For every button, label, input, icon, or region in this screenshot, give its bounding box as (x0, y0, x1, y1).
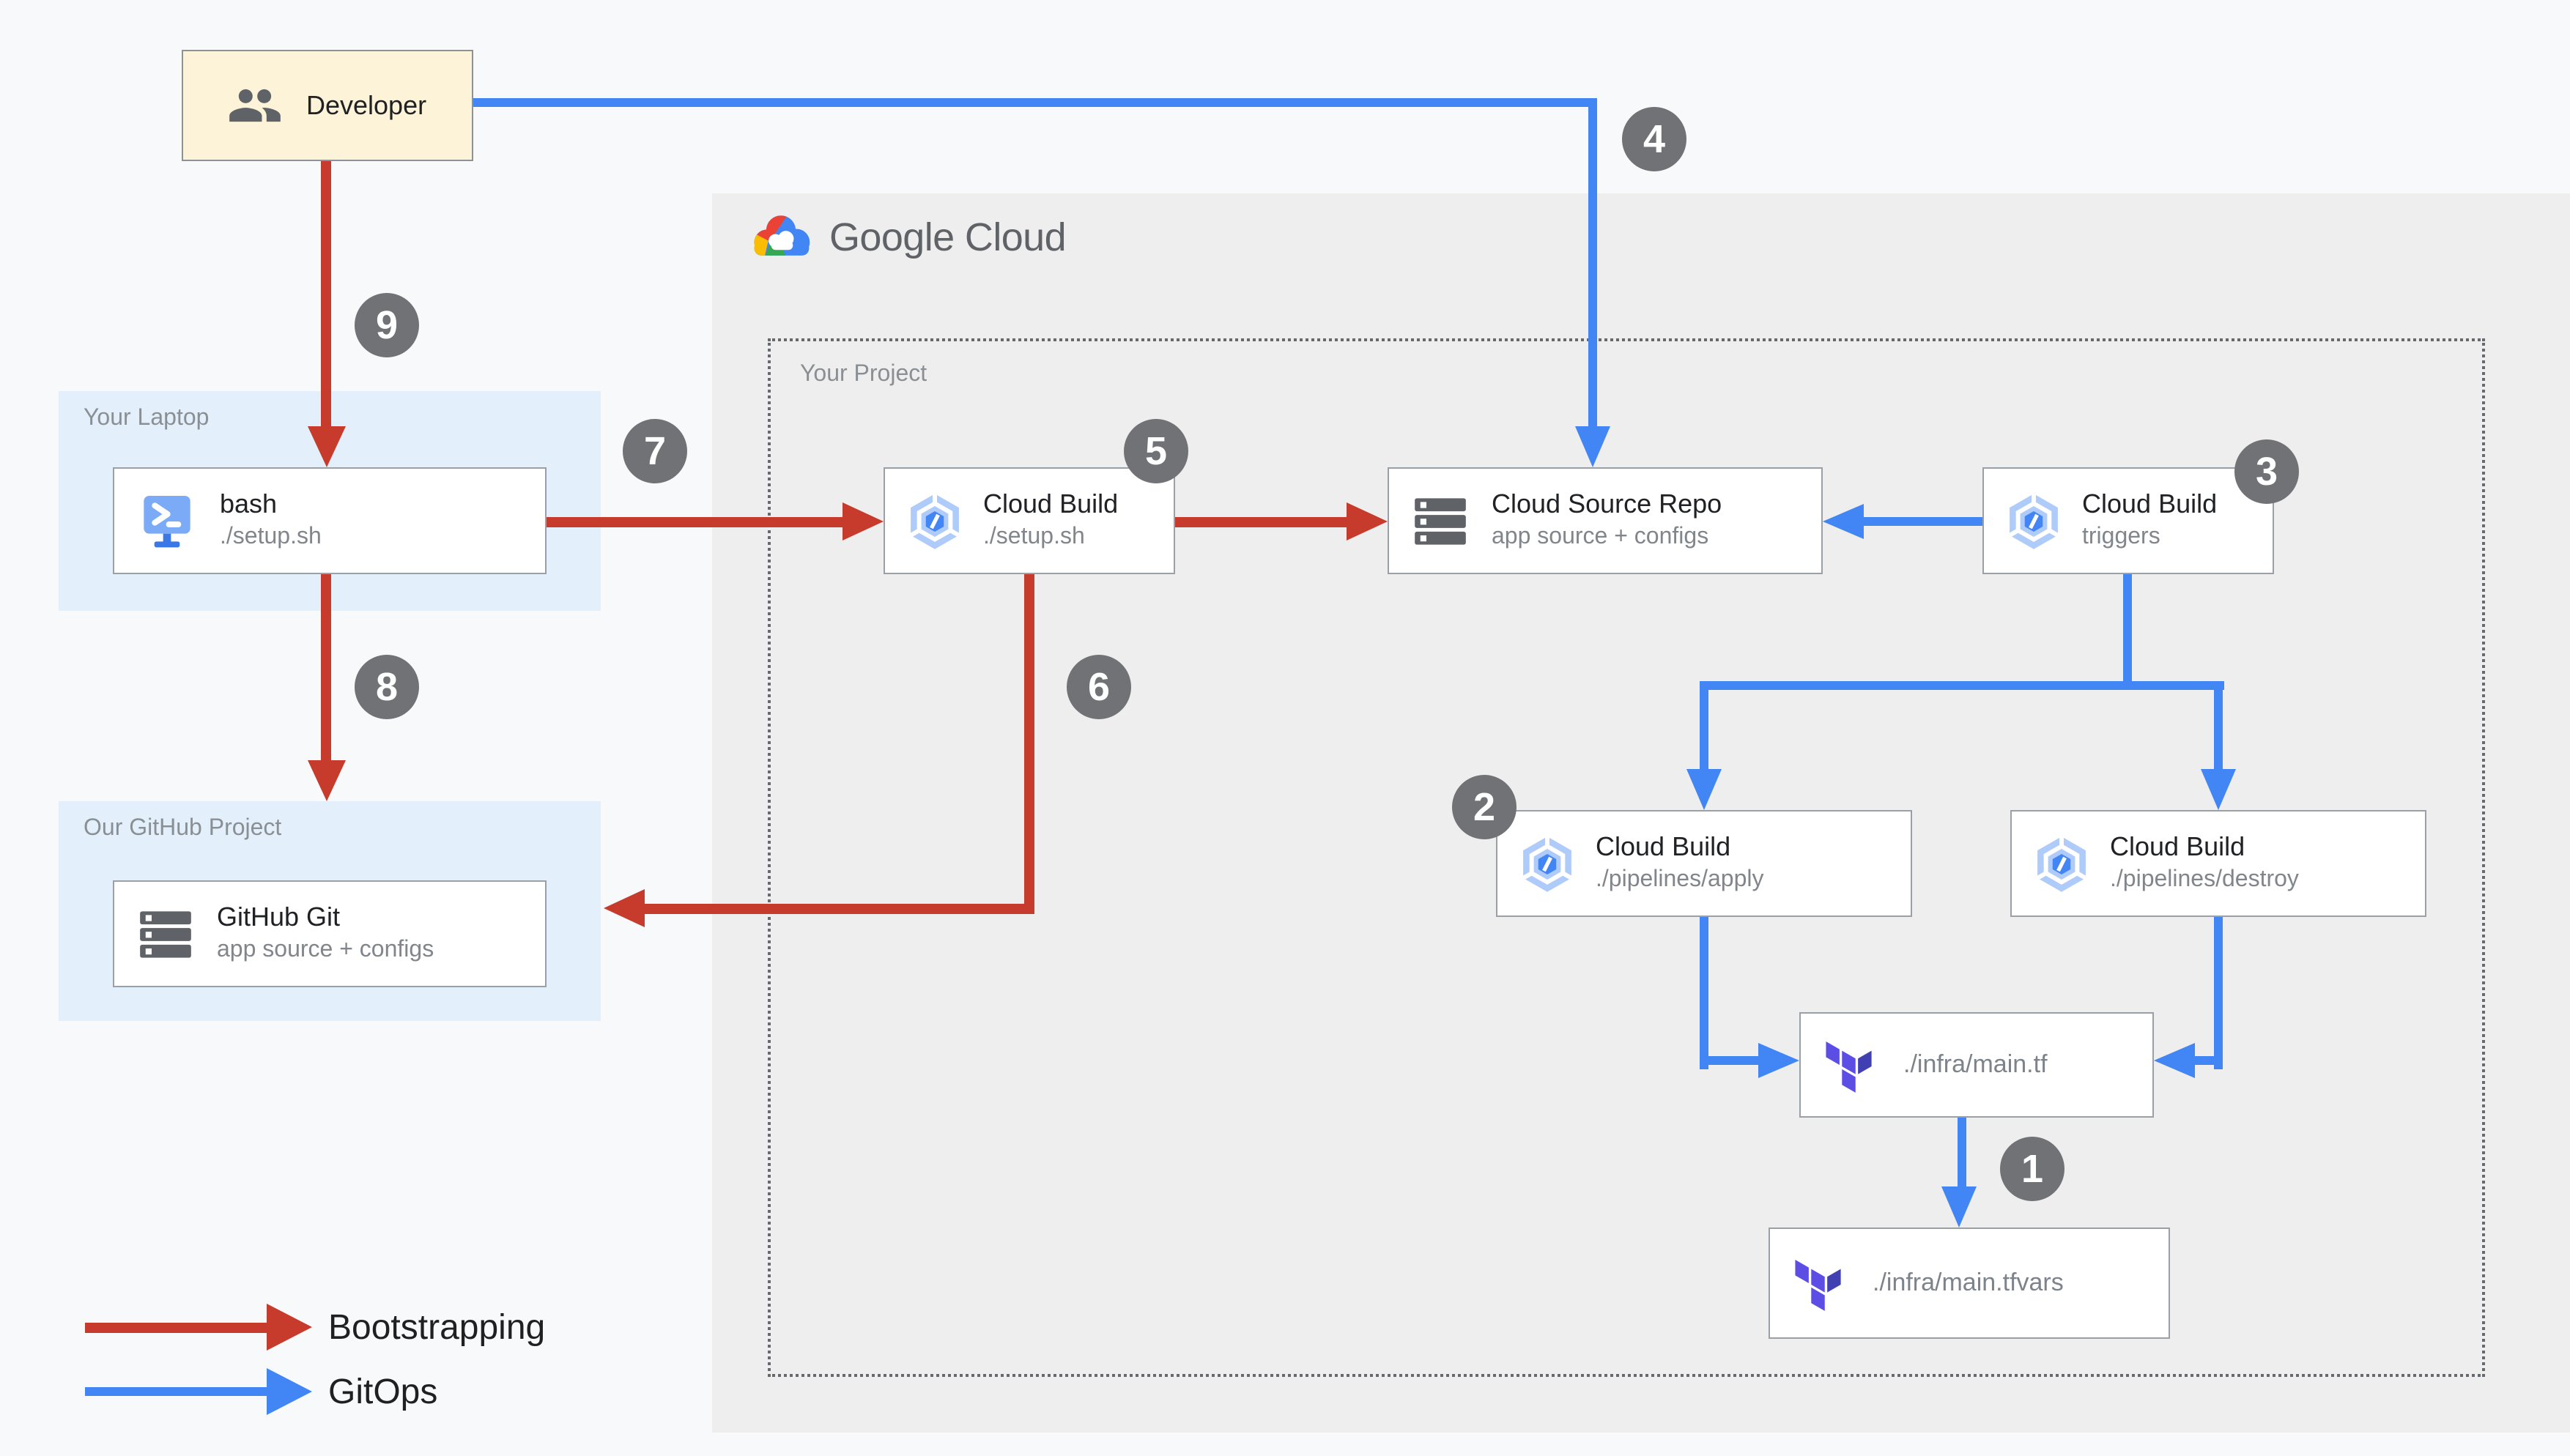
arrow-triggers-to-csr-head (1823, 504, 1864, 539)
arrow-maintf-to-tfvars-line (1958, 1118, 1966, 1186)
arrow-triggers-split-stem (2123, 574, 2132, 690)
arrow-split-to-destroy-head (2201, 769, 2236, 810)
arrow-dev-to-csr-hline (473, 98, 1597, 107)
node-cloud-source-repo: Cloud Source Repo app source + configs (1388, 467, 1823, 574)
arrow-dev-to-csr-head (1575, 426, 1610, 467)
terraform-icon (1824, 1036, 1874, 1094)
arrow-apply-to-maintf-vline (1700, 917, 1708, 1069)
arrow-apply-to-maintf-head (1758, 1043, 1799, 1078)
legend-gitops-arrow (85, 1387, 267, 1396)
step-badge-2: 2 (1452, 775, 1517, 839)
node-main-tf: ./infra/main.tf (1799, 1012, 2154, 1118)
destroy-title: Cloud Build (2110, 832, 2245, 862)
arrow-bash-to-cloudbuild-line (547, 517, 843, 527)
cloud-build-icon (1517, 833, 1578, 894)
node-cloud-build-triggers: Cloud Build triggers (1982, 467, 2274, 574)
github-project-label: Our GitHub Project (84, 816, 282, 841)
legend-bootstrapping-arrowhead (267, 1304, 312, 1351)
arrow-cloudbuild-to-csr-line (1175, 517, 1347, 527)
arrow-split-to-apply-head (1686, 769, 1722, 810)
node-github-git: GitHub Git app source + configs (113, 880, 547, 987)
arrow-split-to-destroy-line (2214, 681, 2223, 769)
step-badge-5: 5 (1124, 419, 1188, 483)
arrow-dev-to-csr-vline (1588, 98, 1597, 426)
triggers-title: Cloud Build (2082, 489, 2218, 519)
main-tf-label: ./infra/main.tf (1903, 1050, 2048, 1078)
legend-gitops-arrowhead (267, 1368, 312, 1415)
arrow-dev-to-laptop-head (308, 426, 346, 467)
arrow-maintf-to-tfvars-head (1941, 1186, 1977, 1227)
legend-bootstrapping-label: Bootstrapping (328, 1308, 546, 1348)
apply-title: Cloud Build (1596, 832, 1731, 862)
arrow-destroy-to-maintf-head (2154, 1043, 2195, 1078)
arrow-bash-to-github-head (308, 760, 346, 801)
google-cloud-logo: Google Cloud (747, 209, 1067, 265)
node-cloud-build-destroy: Cloud Build ./pipelines/destroy (2010, 810, 2426, 917)
arrow-bash-to-cloudbuild-head (843, 502, 884, 541)
repo-icon (138, 907, 193, 960)
arrow-cloudbuild-to-githubgit-head (604, 889, 645, 927)
google-cloud-icon (747, 209, 815, 265)
destroy-subtitle: ./pipelines/destroy (2110, 867, 2299, 893)
your-project-label: Your Project (800, 362, 927, 387)
node-cloud-build-apply: Cloud Build ./pipelines/apply (1496, 810, 1912, 917)
main-tfvars-label: ./infra/main.tfvars (1873, 1269, 2064, 1296)
developer-label: Developer (306, 90, 427, 120)
arrow-bash-to-github-line (321, 574, 331, 760)
arrow-cloudbuild-to-csr-head (1347, 502, 1388, 541)
repo-icon (1412, 494, 1468, 547)
github-git-subtitle: app source + configs (217, 937, 434, 963)
arrow-triggers-to-csr-line (1864, 517, 1982, 526)
step-badge-4: 4 (1622, 107, 1686, 171)
step-badge-3: 3 (2234, 439, 2299, 504)
step-badge-8: 8 (355, 655, 419, 719)
cloud-build-setup-title: Cloud Build (983, 489, 1119, 519)
terraform-icon (1793, 1254, 1843, 1312)
arrow-apply-to-maintf-hline (1700, 1056, 1758, 1065)
bash-title: bash (220, 489, 278, 519)
step-badge-6: 6 (1067, 655, 1131, 719)
node-main-tfvars: ./infra/main.tfvars (1769, 1227, 2170, 1339)
cloud-build-icon (2003, 490, 2064, 551)
your-project-boundary: Your Project (768, 338, 2485, 1377)
step-badge-1: 1 (2000, 1137, 2064, 1201)
google-cloud-wordmark: Google Cloud (829, 215, 1067, 259)
bash-subtitle: ./setup.sh (220, 524, 322, 550)
node-cloud-build-setup: Cloud Build ./setup.sh (884, 467, 1175, 574)
arrow-destroy-to-maintf-hline (2195, 1056, 2223, 1065)
csr-subtitle: app source + configs (1492, 524, 1709, 550)
step-badge-9: 9 (355, 293, 419, 357)
step-badge-7: 7 (623, 419, 687, 483)
csr-title: Cloud Source Repo (1492, 489, 1722, 519)
terminal-icon (138, 491, 196, 550)
arrow-cloudbuild-to-githubgit-hline (645, 904, 1034, 914)
legend-gitops-label: GitOps (328, 1373, 438, 1412)
arrow-destroy-to-maintf-vline (2214, 917, 2223, 1069)
cloud-build-icon (904, 490, 966, 551)
arrow-split-to-apply-line (1700, 681, 1708, 769)
node-bash: bash ./setup.sh (113, 467, 547, 574)
cloud-build-icon (2031, 833, 2092, 894)
apply-subtitle: ./pipelines/apply (1596, 867, 1764, 893)
arrow-triggers-split-bar (1700, 681, 2224, 690)
legend-bootstrapping-arrow (85, 1323, 267, 1333)
people-icon (227, 78, 283, 133)
arrow-cloudbuild-to-githubgit-vline (1024, 574, 1034, 914)
node-developer: Developer (182, 50, 473, 161)
arrow-dev-to-laptop-line (321, 161, 331, 426)
github-git-title: GitHub Git (217, 902, 341, 932)
triggers-subtitle: triggers (2082, 524, 2160, 550)
cloud-build-setup-subtitle: ./setup.sh (983, 524, 1085, 550)
your-laptop-label: Your Laptop (84, 406, 210, 431)
